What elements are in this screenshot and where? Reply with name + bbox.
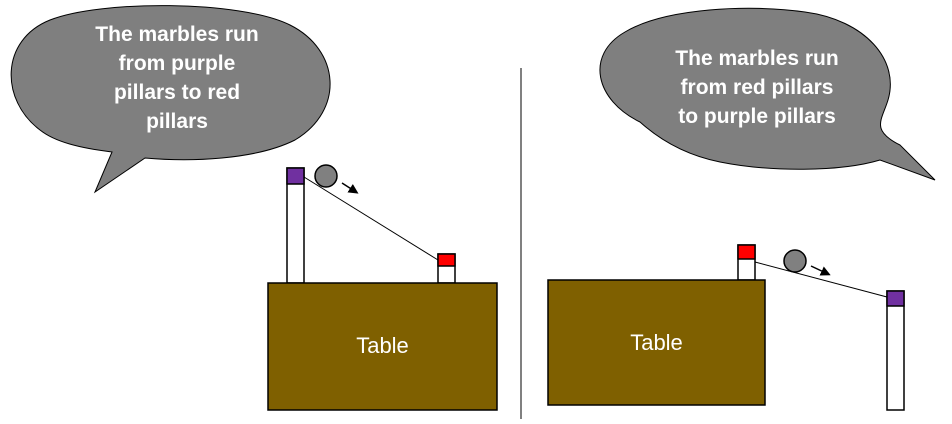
left-tall-pillar: [286, 167, 305, 284]
right-tall-pillar: [886, 290, 905, 411]
right-panel: [547, 7, 936, 411]
left-marble: [314, 164, 338, 188]
right-table-label: Table: [630, 330, 683, 355]
right-speech-text: The marbles run from red pillars to purp…: [642, 44, 872, 131]
left-panel: [10, 5, 498, 411]
left-speech-line: from purple: [118, 52, 236, 75]
left-speech-line: pillars: [146, 110, 208, 133]
left-direction-arrow: [341, 182, 359, 194]
right-direction-arrow: [810, 265, 831, 276]
right-purple-cap: [886, 290, 905, 307]
left-table: [267, 282, 498, 411]
right-speech-line: to purple pillars: [678, 105, 836, 128]
right-marble-track: [754, 261, 888, 298]
left-marble-track: [303, 176, 439, 261]
left-table-label: Table: [356, 333, 409, 358]
left-speech-bubble: [10, 5, 331, 194]
left-purple-cap: [286, 167, 305, 185]
right-table: [547, 279, 766, 406]
right-speech-line: from red pillars: [680, 76, 834, 99]
right-red-cap: [737, 244, 756, 260]
right-speech-bubble: [599, 7, 936, 181]
right-marble: [783, 249, 807, 273]
left-red-cap: [437, 253, 456, 267]
left-speech-text: The marbles run from purple pillars to r…: [62, 20, 292, 136]
right-speech-line: The marbles run: [675, 47, 839, 70]
left-speech-line: pillars to red: [113, 81, 241, 104]
left-speech-line: The marbles run: [95, 23, 259, 46]
